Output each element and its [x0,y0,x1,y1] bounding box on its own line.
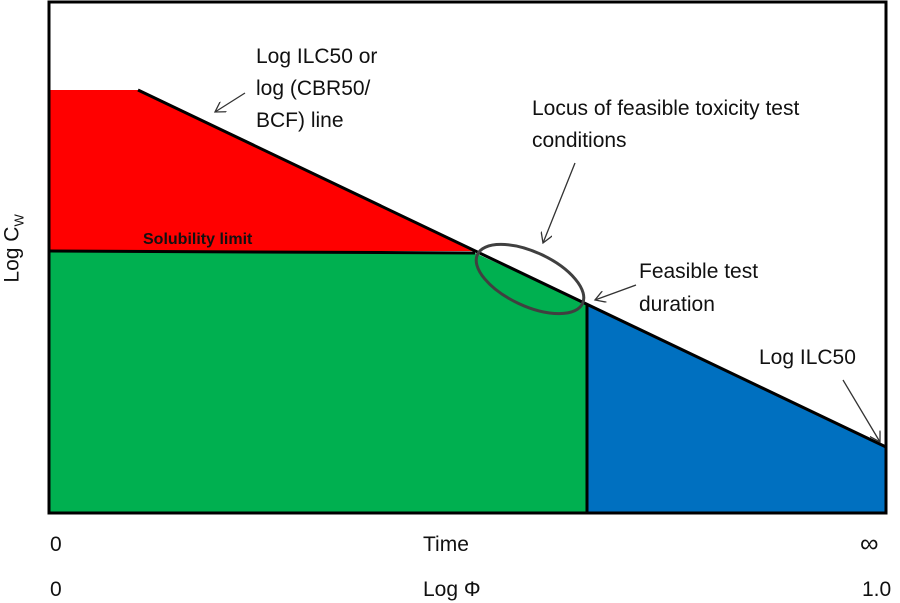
arrow-feasible [595,284,637,300]
y-axis-label: Log CW [0,214,33,283]
blue-region [587,304,886,512]
phi-end: 1.0 [862,578,892,601]
ilc50-label-2: log (CBR50/ [256,77,371,100]
ilc50-label-3: BCF) line [256,109,344,132]
phi-start: 0 [50,578,62,601]
solubility-label: Solubility limit [143,231,253,248]
feasible-label-1: Feasible test [639,260,759,283]
locus-label-1: Locus of feasible toxicity test [532,97,800,120]
time-label: Time [423,533,469,556]
feasible-label-2: duration [639,293,715,316]
plot-frame [47,0,888,515]
phi-label: Log Φ [423,578,481,601]
ilc50-line [137,88,887,449]
arrow-ilc50-line [215,92,246,112]
locus-ellipse [474,242,586,316]
y-axis-label-text: Log C [0,226,24,283]
arrow-log-ilc50 [842,379,880,442]
locus-label-2: conditions [532,129,627,152]
y-axis-subscript: W [11,214,27,227]
green-region [50,251,587,512]
log-ilc50-label: Log ILC50 [759,346,856,369]
arrow-locus [543,162,576,243]
time-end: ∞ [860,528,879,558]
solubility-line [49,249,476,255]
red-region [50,90,475,251]
time-start: 0 [50,533,62,556]
ilc50-label-1: Log ILC50 or [256,45,378,68]
